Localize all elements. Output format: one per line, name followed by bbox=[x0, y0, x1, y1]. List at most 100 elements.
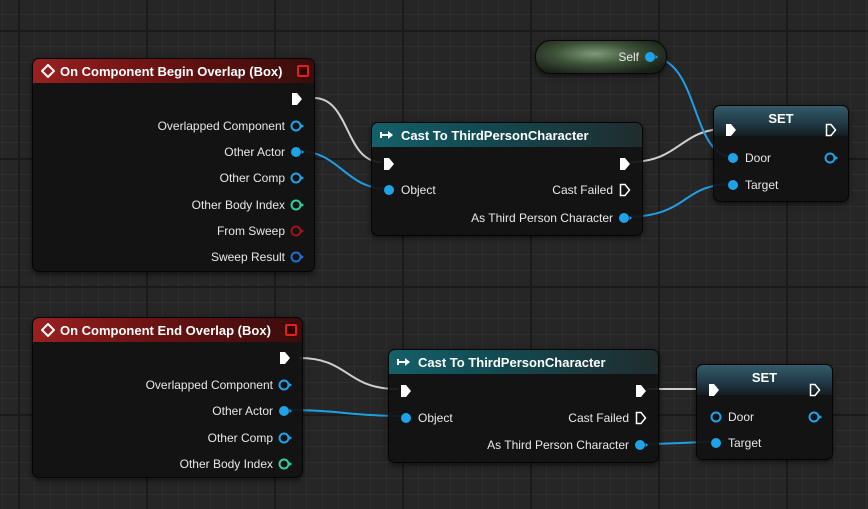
cast-1-cast-failed-pin[interactable]: Cast Failed bbox=[552, 182, 632, 198]
pin-label: Other Comp bbox=[207, 431, 273, 445]
delegate-square-icon[interactable] bbox=[285, 324, 297, 336]
end-pin-other-body-index[interactable]: Other Body Index bbox=[180, 456, 292, 472]
pin-label: Target bbox=[728, 436, 762, 450]
pin-label: Other Actor bbox=[224, 145, 285, 159]
set-node-2-header[interactable]: SET bbox=[697, 365, 832, 395]
begin-overlap-event-node[interactable]: On Component Begin Overlap (Box) Overlap… bbox=[32, 58, 315, 272]
cast-2-object-pin[interactable]: Object bbox=[399, 410, 453, 426]
exec-in-pin-icon[interactable] bbox=[382, 157, 396, 171]
set-node-1-title: SET bbox=[768, 111, 794, 126]
pin-label: Sweep Result bbox=[210, 250, 285, 264]
pin-label: Overlapped Component bbox=[145, 378, 273, 392]
object-pin-connected-icon[interactable] bbox=[634, 438, 648, 452]
begin-overlap-event-title: On Component Begin Overlap (Box) bbox=[60, 63, 283, 79]
pin-label: As Third Person Character bbox=[471, 211, 613, 225]
pin-label: Door bbox=[728, 410, 755, 424]
object-pin-connected-icon[interactable] bbox=[278, 404, 292, 418]
begin-pin-from-sweep[interactable]: From Sweep bbox=[217, 223, 304, 239]
cast-2-cast-failed-pin[interactable]: Cast Failed bbox=[568, 410, 648, 426]
cast-node-1-title: Cast To ThirdPersonCharacter bbox=[401, 127, 589, 143]
object-pin-connected-icon[interactable] bbox=[644, 50, 658, 64]
object-pin-empty-icon[interactable] bbox=[709, 410, 723, 424]
exec-out-pin-icon[interactable] bbox=[618, 157, 632, 171]
cast-node-2[interactable]: Cast To ThirdPersonCharacter Object Cast… bbox=[388, 349, 659, 463]
end-overlap-event-title: On Component End Overlap (Box) bbox=[60, 322, 271, 338]
self-label: Self bbox=[618, 50, 639, 64]
pin-label: Other Body Index bbox=[179, 457, 273, 471]
end-pin-other-comp[interactable]: Other Comp bbox=[208, 430, 292, 446]
exec-in-pin-icon[interactable] bbox=[399, 384, 413, 398]
exec-out-empty-pin-icon[interactable] bbox=[824, 123, 838, 137]
end-pin-other-actor[interactable]: Other Actor bbox=[212, 403, 292, 419]
begin-overlap-event-header[interactable]: On Component Begin Overlap (Box) bbox=[33, 59, 314, 83]
set-2-target-pin[interactable]: Target bbox=[709, 435, 761, 451]
cast-arrow-icon bbox=[380, 129, 396, 141]
object-pin-empty-icon[interactable] bbox=[278, 378, 292, 392]
pin-label: Overlapped Component bbox=[157, 119, 285, 133]
pin-label: As Third Person Character bbox=[487, 438, 629, 452]
begin-pin-other-body-index[interactable]: Other Body Index bbox=[192, 197, 304, 213]
object-pin-connected-icon[interactable] bbox=[726, 151, 740, 165]
pin-label: Object bbox=[418, 411, 453, 425]
pin-label: From Sweep bbox=[216, 224, 285, 238]
exec-out-empty-pin-icon[interactable] bbox=[634, 411, 648, 425]
pin-label: Other Actor bbox=[212, 404, 273, 418]
pin-label: Door bbox=[745, 151, 772, 165]
pin-label: Cast Failed bbox=[568, 411, 629, 425]
object-pin-empty-icon[interactable] bbox=[278, 431, 292, 445]
event-diamond-icon bbox=[41, 64, 55, 78]
exec-in-pin-icon[interactable] bbox=[707, 383, 721, 397]
cast-2-as-character-pin[interactable]: As Third Person Character bbox=[487, 437, 648, 453]
pin-label: Cast Failed bbox=[552, 183, 613, 197]
object-pin-empty-icon[interactable] bbox=[290, 171, 304, 185]
int-pin-empty-icon[interactable] bbox=[278, 457, 292, 471]
set-1-target-pin[interactable]: Target bbox=[726, 177, 778, 193]
object-pin-connected-icon[interactable] bbox=[726, 178, 740, 192]
cast-1-object-pin[interactable]: Object bbox=[382, 182, 436, 198]
begin-pin-sweep-result[interactable]: Sweep Result bbox=[211, 249, 304, 265]
object-pin-connected-icon[interactable] bbox=[382, 183, 396, 197]
cast-1-as-character-pin[interactable]: As Third Person Character bbox=[471, 210, 632, 226]
object-pin-connected-icon[interactable] bbox=[399, 411, 413, 425]
begin-pin-other-actor[interactable]: Other Actor bbox=[224, 144, 304, 160]
cast-node-2-header[interactable]: Cast To ThirdPersonCharacter bbox=[389, 350, 658, 374]
object-pin-empty-icon[interactable] bbox=[824, 151, 838, 165]
set-node-1-header[interactable]: SET bbox=[714, 106, 848, 136]
exec-out-pin-icon[interactable] bbox=[278, 351, 292, 365]
pin-label: Target bbox=[745, 178, 779, 192]
set-1-door-pin[interactable]: Door bbox=[726, 150, 771, 166]
cast-node-1[interactable]: Cast To ThirdPersonCharacter Object Cast… bbox=[371, 122, 643, 236]
struct-pin-empty-icon[interactable] bbox=[290, 250, 304, 264]
cast-node-1-header[interactable]: Cast To ThirdPersonCharacter bbox=[372, 123, 642, 147]
end-overlap-event-node[interactable]: On Component End Overlap (Box) Overlappe… bbox=[32, 317, 303, 478]
event-diamond-icon bbox=[41, 323, 55, 337]
cast-arrow-icon bbox=[397, 356, 413, 368]
exec-out-empty-pin-icon[interactable] bbox=[618, 183, 632, 197]
begin-pin-overlapped-component[interactable]: Overlapped Component bbox=[158, 118, 304, 134]
exec-wire-cast1-to-set1 bbox=[629, 128, 726, 163]
exec-out-pin-icon[interactable] bbox=[634, 384, 648, 398]
begin-pin-other-comp[interactable]: Other Comp bbox=[220, 170, 304, 186]
object-pin-connected-icon[interactable] bbox=[290, 145, 304, 159]
int-pin-empty-icon[interactable] bbox=[290, 198, 304, 212]
exec-in-pin-icon[interactable] bbox=[724, 123, 738, 137]
bool-pin-empty-icon[interactable] bbox=[290, 224, 304, 238]
set-node-1[interactable]: SET Door Target bbox=[713, 105, 849, 202]
object-pin-empty-icon[interactable] bbox=[290, 119, 304, 133]
exec-out-empty-pin-icon[interactable] bbox=[808, 383, 822, 397]
exec-out-pin-icon[interactable] bbox=[290, 92, 304, 106]
object-pin-connected-icon[interactable] bbox=[709, 436, 723, 450]
set-2-door-pin[interactable]: Door bbox=[709, 409, 754, 425]
object-pin-connected-icon[interactable] bbox=[618, 211, 632, 225]
end-overlap-event-header[interactable]: On Component End Overlap (Box) bbox=[33, 318, 302, 342]
pin-label: Object bbox=[401, 183, 436, 197]
pin-label: Other Comp bbox=[219, 171, 285, 185]
object-pin-empty-icon[interactable] bbox=[808, 410, 822, 424]
set-node-2-title: SET bbox=[751, 370, 778, 385]
cast-node-2-title: Cast To ThirdPersonCharacter bbox=[418, 354, 606, 370]
set-node-2[interactable]: SET Door Target bbox=[696, 364, 833, 460]
exec-wire-end-to-cast2 bbox=[298, 357, 399, 390]
self-reference-node[interactable]: Self bbox=[535, 40, 667, 74]
end-pin-overlapped-component[interactable]: Overlapped Component bbox=[146, 377, 292, 393]
delegate-square-icon[interactable] bbox=[297, 65, 309, 77]
